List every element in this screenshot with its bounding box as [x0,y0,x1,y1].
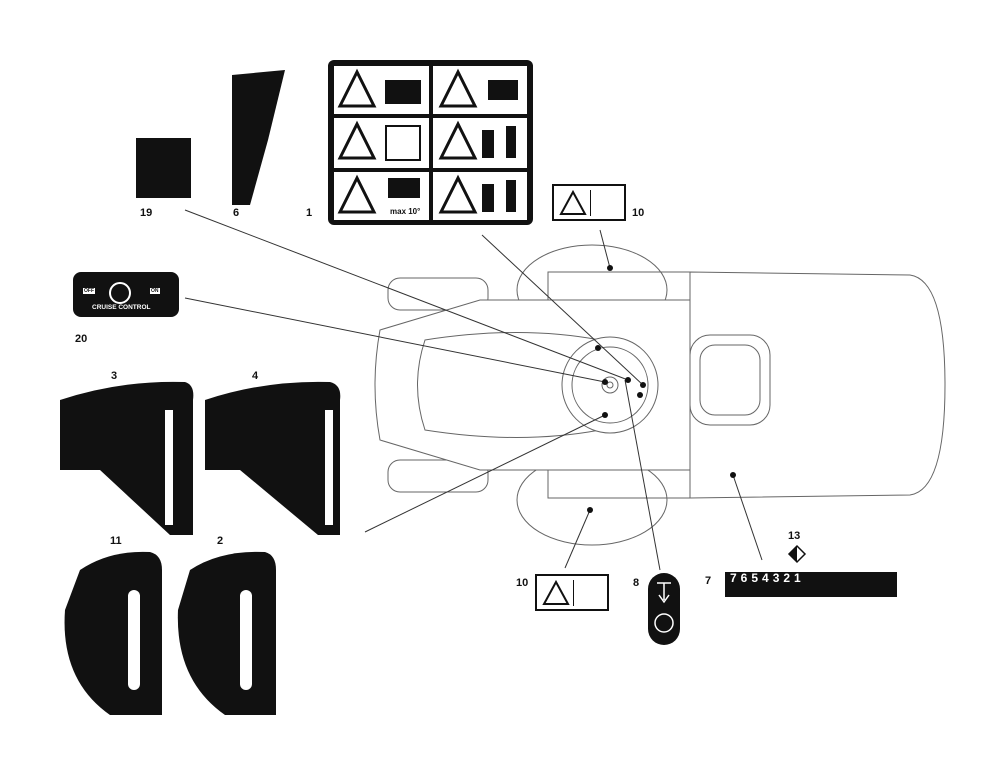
part-label-1: 1 [306,207,313,219]
decal-20-cruise-control [73,272,179,317]
leader-lines [184,209,763,571]
part-label-10-bottom: 10 [516,577,529,589]
decal-7-speed-scale [725,572,897,597]
leader-dots [587,265,736,513]
part-label-3: 3 [111,370,118,382]
decal-4 [205,381,341,535]
decal-6 [232,70,285,205]
cruise-on-text: ON [150,288,160,294]
cruise-off-text: OFF [83,288,95,294]
part-label-10-top: 10 [632,207,645,219]
decal-3 [60,381,194,535]
part-label-20: 20 [75,333,88,345]
part-label-4: 4 [252,370,259,382]
cruise-control-text: CRUISE CONTROL [92,304,151,311]
decal-10-bottom [535,574,609,611]
decal-19 [136,138,191,198]
part-label-6: 6 [233,207,240,219]
decal-11 [64,551,162,715]
decal-2 [177,551,276,715]
gear-numbers-text: 7654321 [730,571,805,585]
decal-1-safety-warnings [328,60,533,225]
part-label-8: 8 [633,577,640,589]
part-label-2: 2 [217,535,224,547]
tractor-outline [374,244,946,546]
part-label-19: 19 [140,207,153,219]
part-label-7: 7 [705,575,712,587]
max-slope-text: max 10° [390,207,421,216]
part-label-11: 11 [110,535,122,547]
decal-10-top [552,184,626,221]
part-label-13: 13 [788,530,801,542]
